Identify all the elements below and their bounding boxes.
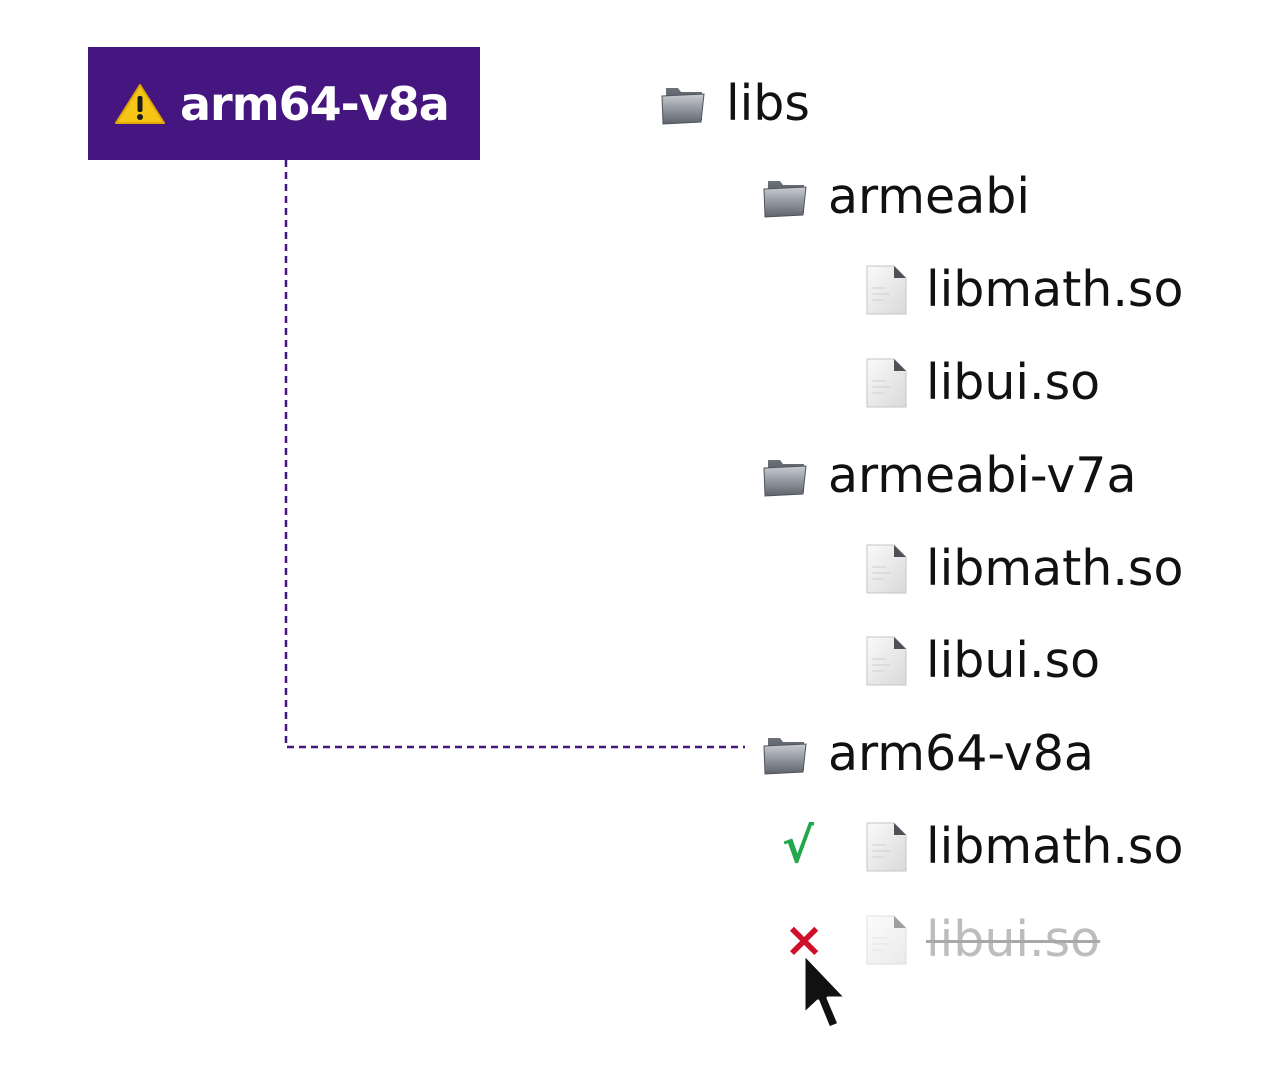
abi-callout: arm64-v8a (88, 47, 480, 160)
file-icon (866, 265, 907, 315)
folder-icon (763, 181, 807, 218)
file-armeabi-libui[interactable]: libui.so (864, 353, 1100, 413)
file-icon (866, 636, 907, 686)
folder-armeabi[interactable]: armeabi (762, 167, 1030, 227)
file-arm64-v8a-libmath[interactable]: libmath.so (864, 817, 1183, 877)
file-label: libui.so (926, 354, 1101, 411)
folder-armeabi-v7a[interactable]: armeabi-v7a (762, 446, 1137, 506)
file-armeabi-v7a-libui[interactable]: libui.so (864, 631, 1100, 691)
file-icon (866, 822, 907, 872)
tree-root[interactable]: libs (660, 74, 810, 134)
folder-label: arm64-v8a (828, 725, 1094, 782)
tree-root-label: libs (726, 75, 810, 132)
file-label: libmath.so (926, 540, 1184, 597)
folder-icon (763, 738, 807, 775)
folder-arm64-v8a[interactable]: arm64-v8a (762, 724, 1094, 784)
folder-label: armeabi-v7a (828, 447, 1137, 504)
mouse-pointer-icon (802, 952, 848, 1030)
file-label: libui.so (926, 911, 1101, 968)
file-label: libmath.so (926, 261, 1184, 318)
folder-label: armeabi (828, 168, 1030, 225)
check-mark-icon: √ (782, 818, 815, 874)
file-label: libui.so (926, 632, 1101, 689)
file-icon (866, 358, 907, 408)
file-arm64-v8a-libui[interactable]: libui.so (864, 910, 1100, 970)
callout-label: arm64-v8a (180, 76, 450, 131)
folder-icon (661, 88, 705, 125)
file-icon (866, 544, 907, 594)
folder-icon (763, 460, 807, 497)
file-icon (866, 915, 907, 965)
warning-icon (115, 83, 165, 124)
file-armeabi-libmath[interactable]: libmath.so (864, 260, 1183, 320)
file-label: libmath.so (926, 818, 1184, 875)
file-armeabi-v7a-libmath[interactable]: libmath.so (864, 539, 1183, 599)
